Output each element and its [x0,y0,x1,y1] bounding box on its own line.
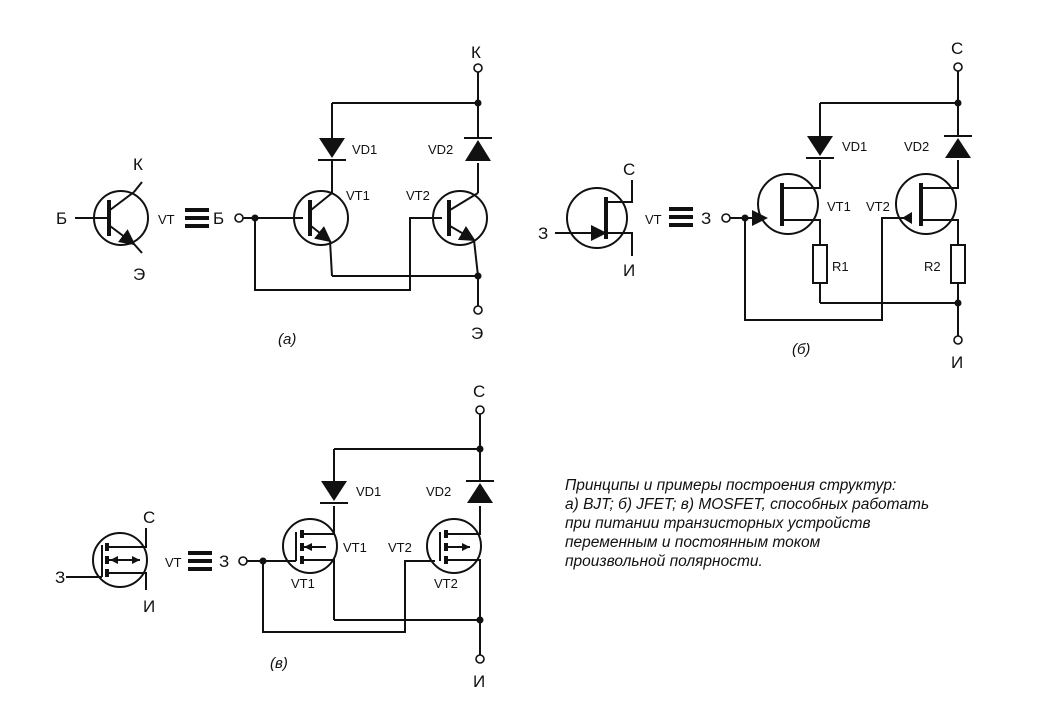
vt-label: VT [165,555,182,570]
diagram-c-caption: (в) [270,655,288,672]
vt-label: VT [158,212,175,227]
collector-terminal [473,63,483,73]
collector-label: К [133,155,143,174]
emitter-terminal [473,305,483,315]
drain-top-label: С [473,382,485,401]
caption-line-3: при питании транзисторных устройств [565,515,871,532]
vd2-label: VD2 [426,484,451,499]
source-bottom-label: И [473,672,485,691]
gate-label: З [538,224,548,243]
source-terminal [953,335,963,345]
caption-line-5: произвольной полярности. [565,553,763,570]
base-label: Б [56,209,67,228]
equiv-gate-label: З [219,552,229,571]
jfet-symbol: З С И VT [538,160,662,280]
vt-label: VT [645,212,662,227]
equiv-base-label: Б [213,209,224,228]
vt2-jfet [895,160,959,245]
vt2-label: VT2 [406,188,430,203]
vt1-jfet [757,160,821,245]
vt2-label-below: VT2 [434,576,458,591]
vd1-diode [320,449,348,504]
r1-resistor [812,244,828,303]
diagram-a: Б К Э VT Б VT1 [56,43,492,348]
r1-label: R1 [832,259,849,274]
vd2-label: VD2 [904,139,929,154]
gate-label: З [55,568,65,587]
source-label: И [623,261,635,280]
equiv-gate-label: З [701,209,711,228]
vt1-mosfet [282,506,338,620]
diagram-c: З С И VT З VT1 VT1 [55,382,494,691]
figure-caption: Принципы и примеры построения структур: … [565,476,1035,571]
emitter-label: Э [133,265,145,284]
caption-line-4: переменным и постоянным током [565,534,821,551]
vt2-label: VT2 [866,199,890,214]
vd1-label: VD1 [352,142,377,157]
vd1-label: VD1 [356,484,381,499]
drain-top-label: С [951,39,963,58]
caption-line-1: Принципы и примеры построения структур: [565,477,897,494]
r2-resistor [950,244,966,303]
source-label: И [143,597,155,616]
equivalence-sign [185,208,209,228]
source-terminal [475,654,485,664]
vt1-label: VT1 [343,540,367,555]
vt2-mosfet [426,506,482,620]
vd1-diode [318,103,346,161]
vt1-label: VT1 [346,188,370,203]
caption-line-2: а) BJT; б) JFET; в) MOSFET, способных ра… [565,496,930,513]
vd2-diode [466,449,494,503]
collector-top-label: К [471,43,481,62]
vd2-label: VD2 [428,142,453,157]
base-terminal [234,213,244,223]
drain-label: С [623,160,635,179]
bjt-symbol: Б К Э VT [56,155,175,284]
vt2-label: VT2 [388,540,412,555]
vd1-diode [806,103,834,159]
vt1-label: VT1 [827,199,851,214]
equivalence-sign [188,551,212,571]
diagram-b-caption: (б) [792,341,810,358]
mosfet-symbol: З С И VT [55,508,182,616]
vt1-label-below: VT1 [291,576,315,591]
vd1-label: VD1 [842,139,867,154]
vd2-diode [944,103,972,158]
emitter-bottom-label: Э [471,324,483,343]
vd2-diode [464,103,492,161]
source-bottom-label: И [951,353,963,372]
gate-terminal [721,213,731,223]
vt1-transistor [293,160,349,277]
drain-terminal [953,62,963,72]
vt2-transistor [432,163,488,277]
drain-terminal [475,405,485,415]
gate-terminal [238,556,248,566]
r2-label: R2 [924,259,941,274]
diagram-b: З С И VT З VT1 VT2 [538,39,972,372]
drain-label: С [143,508,155,527]
equivalence-sign [669,207,693,227]
diagram-a-caption: (а) [278,331,296,348]
